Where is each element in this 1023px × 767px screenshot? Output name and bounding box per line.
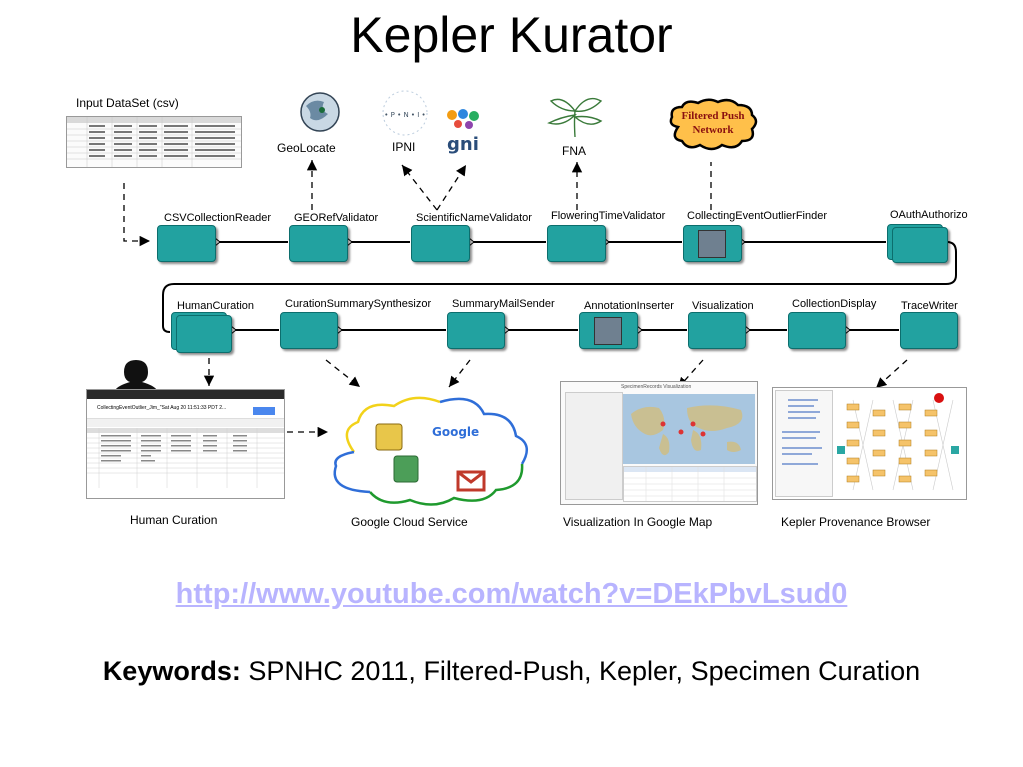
world-map [623,394,755,464]
spreadsheet-toolbar [87,418,284,427]
actor-label-collecting-event-outlier-finder: CollectingEventOutlierFinder [687,210,828,222]
input-dataset-label: Input DataSet (csv) [76,96,179,110]
actor-label-human-curation: HumanCuration [177,300,255,312]
geolocate-label: GeoLocate [277,141,336,155]
actor-visualization[interactable] [688,312,746,349]
actor-human-curation[interactable] [171,312,232,353]
google-spreadsheet-screenshot: CollectingEventOutlier_Jim_"Sat Aug 20 1… [86,389,285,499]
actor-scientific-name-validator[interactable] [411,225,470,262]
page-title: Kepler Kurator [350,7,673,63]
ipni-label: IPNI [392,140,416,154]
keywords-heading: Keywords: [102,656,241,686]
google-map-screenshot: SpecimenRecords Visualization [560,381,758,505]
gni-text: gni [447,134,479,154]
actor-label-curation-summary-synthesizor: CurationSummarySynthesizor [285,298,432,310]
csv-grid-icon [67,117,241,167]
google-sheets-icon [393,455,419,483]
keywords-line: Keywords: SPNHC 2011, Filtered-Push, Kep… [0,656,1023,687]
spreadsheet-top-bar [87,390,284,399]
actor-csv-collection-reader[interactable] [157,225,216,262]
actor-label-flowering-time-validator: FloweringTimeValidator [551,210,666,222]
provenance-label: Kepler Provenance Browser [781,515,931,529]
actor-label-oauth-authorizer: OAuthAuthorizo [890,209,968,221]
actor-collecting-event-outlier-finder[interactable] [683,225,742,262]
filtered-push-label: Filtered Push Network [681,110,745,136]
actor-curation-summary-synthesizor[interactable] [280,312,338,349]
actor-label-summary-mail-sender: SummaryMailSender [452,298,555,310]
actor-label-collection-display: CollectionDisplay [792,298,877,310]
actor-summary-mail-sender[interactable] [447,312,505,349]
annotation-image-icon [594,317,622,345]
ipni-logo-text: • P • N • I • [384,111,425,119]
google-maps-text: Google [432,425,479,439]
provenance-graph [837,393,959,491]
google-cloud-icon: Google [333,396,529,506]
actor-label-scientific-name-validator: ScientificNameValidator [416,212,532,224]
gni-logo-icon: gni [447,109,479,154]
specimen-table [623,466,757,502]
person-silhouette-icon [114,360,158,392]
google-map-label: Visualization In Google Map [563,515,713,529]
fna-flower-icon [547,97,603,138]
csv-spreadsheet-thumbnail [66,116,242,168]
share-button [253,407,275,415]
map-title: SpecimenRecords Visualization [621,384,692,390]
ipni-logo-icon: • P • N • I • [382,90,428,136]
outlier-image-icon [698,230,726,258]
actor-flowering-time-validator[interactable] [547,225,606,262]
map-continents [631,405,743,456]
google-cloud-label: Google Cloud Service [351,515,468,529]
gmail-icon [456,470,486,492]
youtube-link[interactable]: http://www.youtube.com/watch?v=DEkPbvLsu… [175,578,848,610]
actor-label-visualization: Visualization [692,300,754,312]
fna-label: FNA [562,144,586,158]
actor-label-georef-validator: GEORefValidator [294,212,379,224]
actor-collection-display[interactable] [788,312,846,349]
human-curation-label: Human Curation [130,513,218,527]
globe-icon [300,92,340,132]
actor-georef-validator[interactable] [289,225,348,262]
provenance-tree [782,399,822,465]
actor-trace-writer[interactable] [900,312,958,349]
actor-label-annotation-inserter: AnnotationInserter [584,300,674,312]
map-filter-panel [565,392,623,500]
actor-label-trace-writer: TraceWriter [901,300,958,312]
spreadsheet-grid [87,428,284,488]
filtered-push-cloud-icon [669,98,758,151]
actor-oauth-authorizer[interactable] [887,224,948,263]
specimen-table-grid [624,467,756,501]
google-docs-icon [375,423,403,451]
keywords-text: SPNHC 2011, Filtered-Push, Kepler, Speci… [240,656,921,686]
spreadsheet-title: CollectingEventOutlier_Jim_"Sat Aug 20 1… [97,405,227,411]
actor-label-csv-reader: CSVCollectionReader [164,212,271,224]
provenance-tree-panel [775,390,833,497]
actor-annotation-inserter[interactable] [579,312,638,349]
provenance-browser-screenshot [772,387,967,500]
